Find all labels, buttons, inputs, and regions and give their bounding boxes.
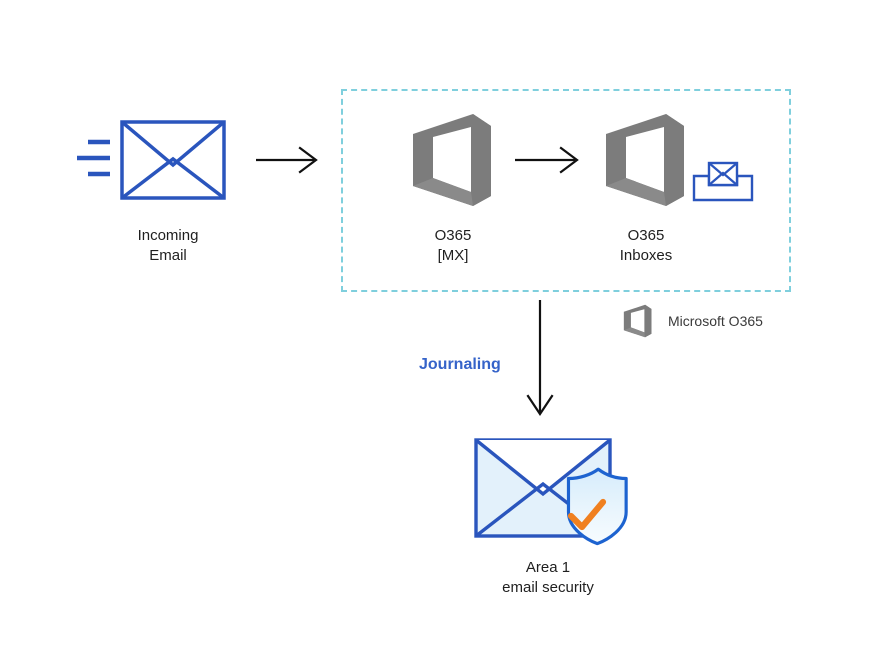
area1-caption: Area 1 email security: [502, 559, 594, 597]
journaling-label: Journaling: [419, 356, 501, 373]
office365-icon: [413, 114, 491, 206]
arrow-right-icon: [515, 146, 579, 174]
incoming-email-node: [72, 118, 232, 210]
inbox-tray-node: [692, 160, 754, 202]
arrow-inboxes-to-area1: [524, 300, 556, 418]
inbox-envelope-icon: [692, 161, 754, 202]
shielded-envelope-icon: [474, 438, 628, 546]
o365-inboxes-node: [598, 110, 694, 210]
arrow-incoming-to-mx: [256, 145, 322, 175]
arrow-right-icon: [256, 146, 318, 174]
arrow-mx-to-inboxes: [515, 145, 583, 175]
o365-mx-caption: O365 [MX]: [434, 227, 472, 265]
o365-inboxes-caption: O365 Inboxes: [619, 227, 673, 265]
office365-icon: [606, 114, 684, 206]
legend-o365-icon-wrap: [621, 303, 655, 339]
legend-label: Microsoft O365: [668, 313, 763, 329]
speed-lines-icon: [77, 139, 110, 177]
o365-mx-node: [405, 110, 501, 210]
area1-node: [470, 432, 630, 550]
arrow-down-icon: [526, 300, 554, 416]
office365-icon: [623, 304, 652, 338]
envelope-icon: [77, 120, 226, 200]
o365-boundary-group: [341, 89, 791, 292]
incoming-email-caption: Incoming Email: [137, 227, 199, 265]
